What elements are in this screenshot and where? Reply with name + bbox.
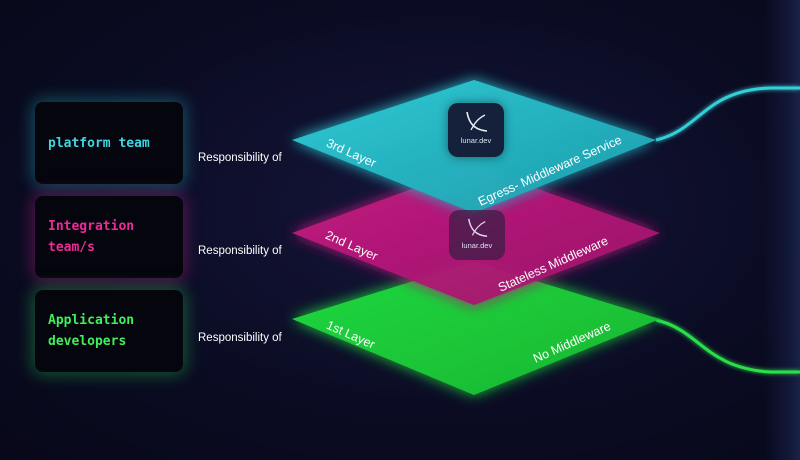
- responsibility-label-integration: Responsibility of: [198, 245, 282, 257]
- connector-curve-egress: [655, 86, 800, 142]
- application-developers-box: Application developers: [35, 290, 183, 372]
- integration-team-box: Integration team/s: [35, 196, 183, 278]
- integration-team-label: Integration team/s: [48, 219, 135, 255]
- platform-team-box: platform team: [35, 102, 183, 184]
- lunar-logo-text: lunar.dev: [461, 241, 493, 250]
- right-edge-panel: [764, 0, 800, 460]
- platform-team-label: platform team: [48, 135, 150, 151]
- lunar-logo-icon: [468, 218, 488, 237]
- lunar-logo-text: lunar.dev: [460, 136, 492, 145]
- lunar-logo-tile-top: lunar.dev: [448, 103, 504, 157]
- responsibility-label-application: Responsibility of: [198, 332, 282, 344]
- layer-1-diamond: [292, 262, 660, 395]
- lunar-logo-tile-middle: lunar.dev: [449, 210, 505, 260]
- connector-curve-nomiddleware: [655, 318, 800, 374]
- responsibility-label-platform: Responsibility of: [198, 152, 282, 164]
- application-developers-label: Application developers: [48, 313, 135, 349]
- lunar-logo-icon: [466, 111, 488, 132]
